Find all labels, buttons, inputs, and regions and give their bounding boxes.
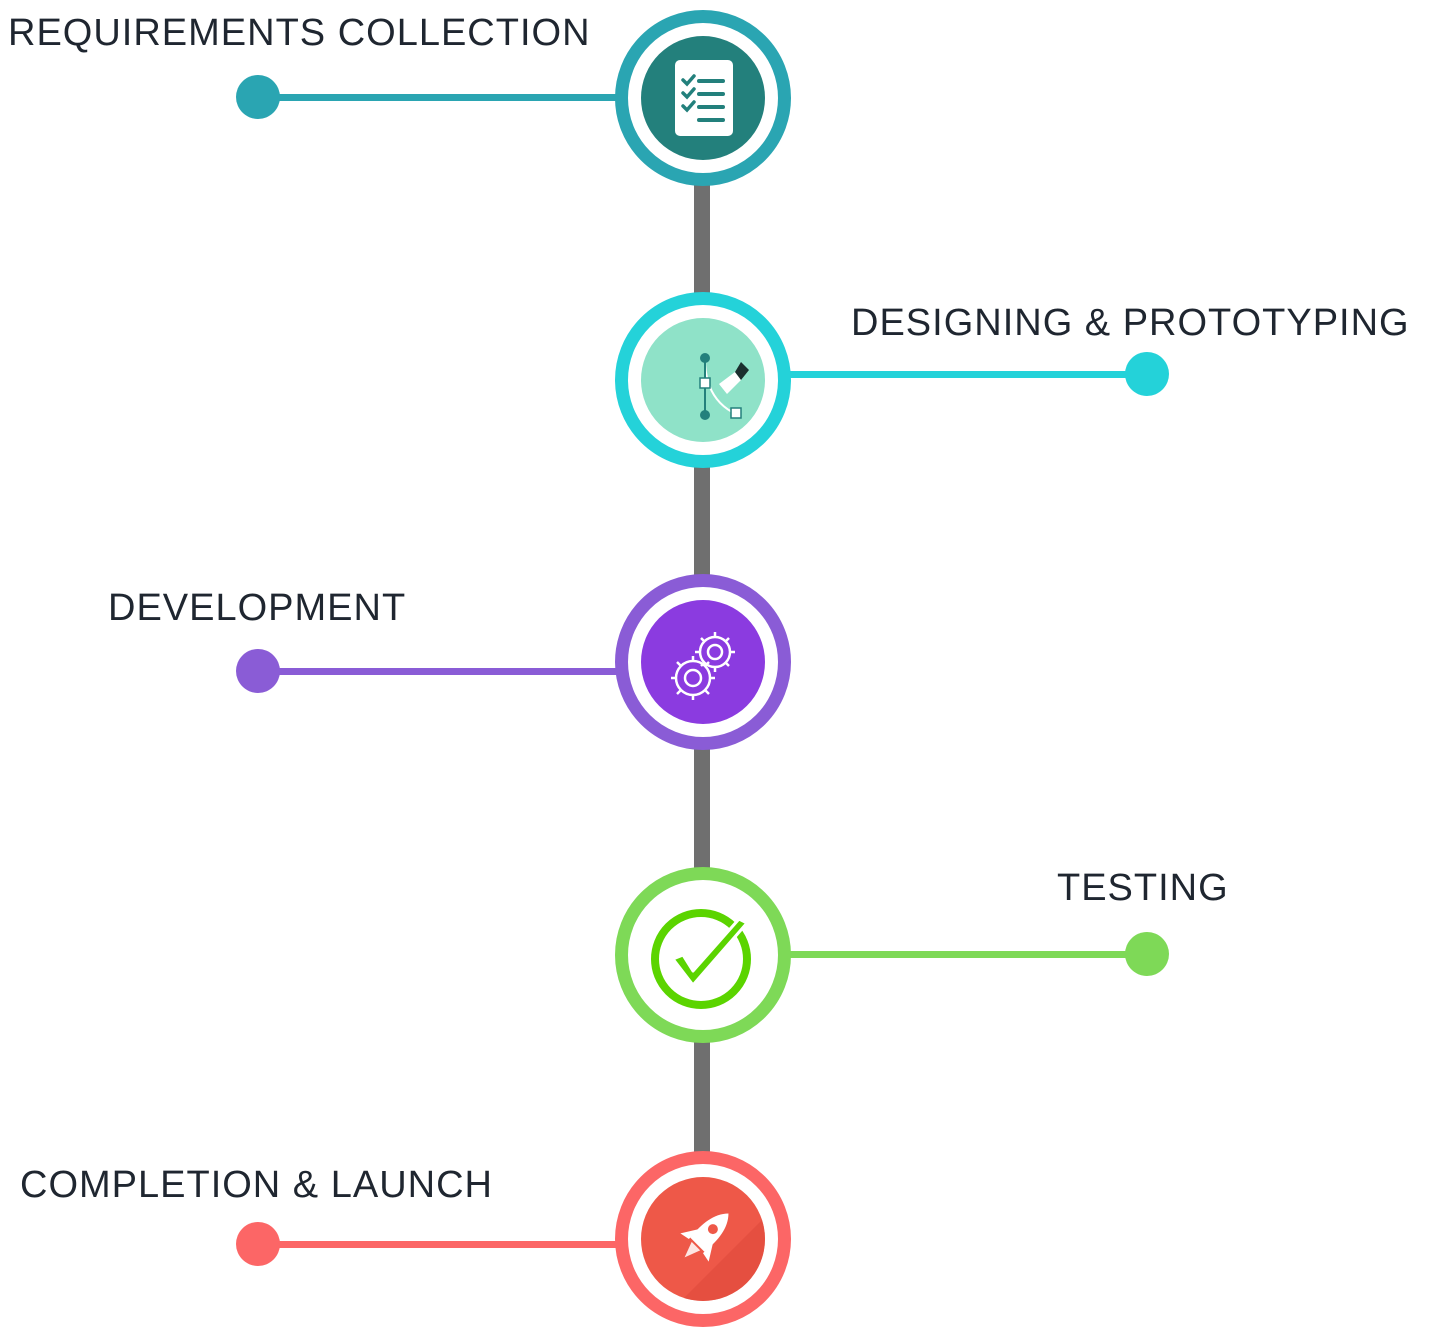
stage-3-label: DEVELOPMENT — [108, 587, 407, 629]
stage-2-connector — [778, 371, 1150, 378]
stage-1-label: REQUIREMENTS COLLECTION — [8, 12, 591, 54]
stage-5-connector — [258, 1241, 628, 1248]
stage-2-badge — [615, 292, 791, 468]
rocket-icon — [680, 1213, 765, 1301]
stage-4-dot — [1125, 932, 1169, 976]
stage-4-label: TESTING — [1057, 867, 1229, 909]
stage-2-label: DESIGNING & PROTOTYPING — [851, 302, 1410, 344]
stage-5-badge — [615, 1151, 791, 1327]
stage-4-badge — [615, 867, 791, 1043]
pen-tool-icon — [699, 353, 749, 420]
stage-1-badge — [615, 10, 791, 186]
stage-1-connector — [258, 94, 628, 101]
gears-icon — [671, 632, 735, 700]
stage-3-badge — [615, 574, 791, 750]
stage-1-dot — [236, 75, 280, 119]
stage-4-connector — [778, 951, 1150, 958]
stage-3-connector — [258, 668, 628, 675]
stage-2-dot — [1125, 352, 1169, 396]
stage-5-dot — [236, 1222, 280, 1266]
stage-5-label: COMPLETION & LAUNCH — [20, 1164, 493, 1206]
checklist-icon — [675, 60, 733, 136]
checkmark-icon — [651, 909, 751, 1009]
stage-3-dot — [236, 649, 280, 693]
